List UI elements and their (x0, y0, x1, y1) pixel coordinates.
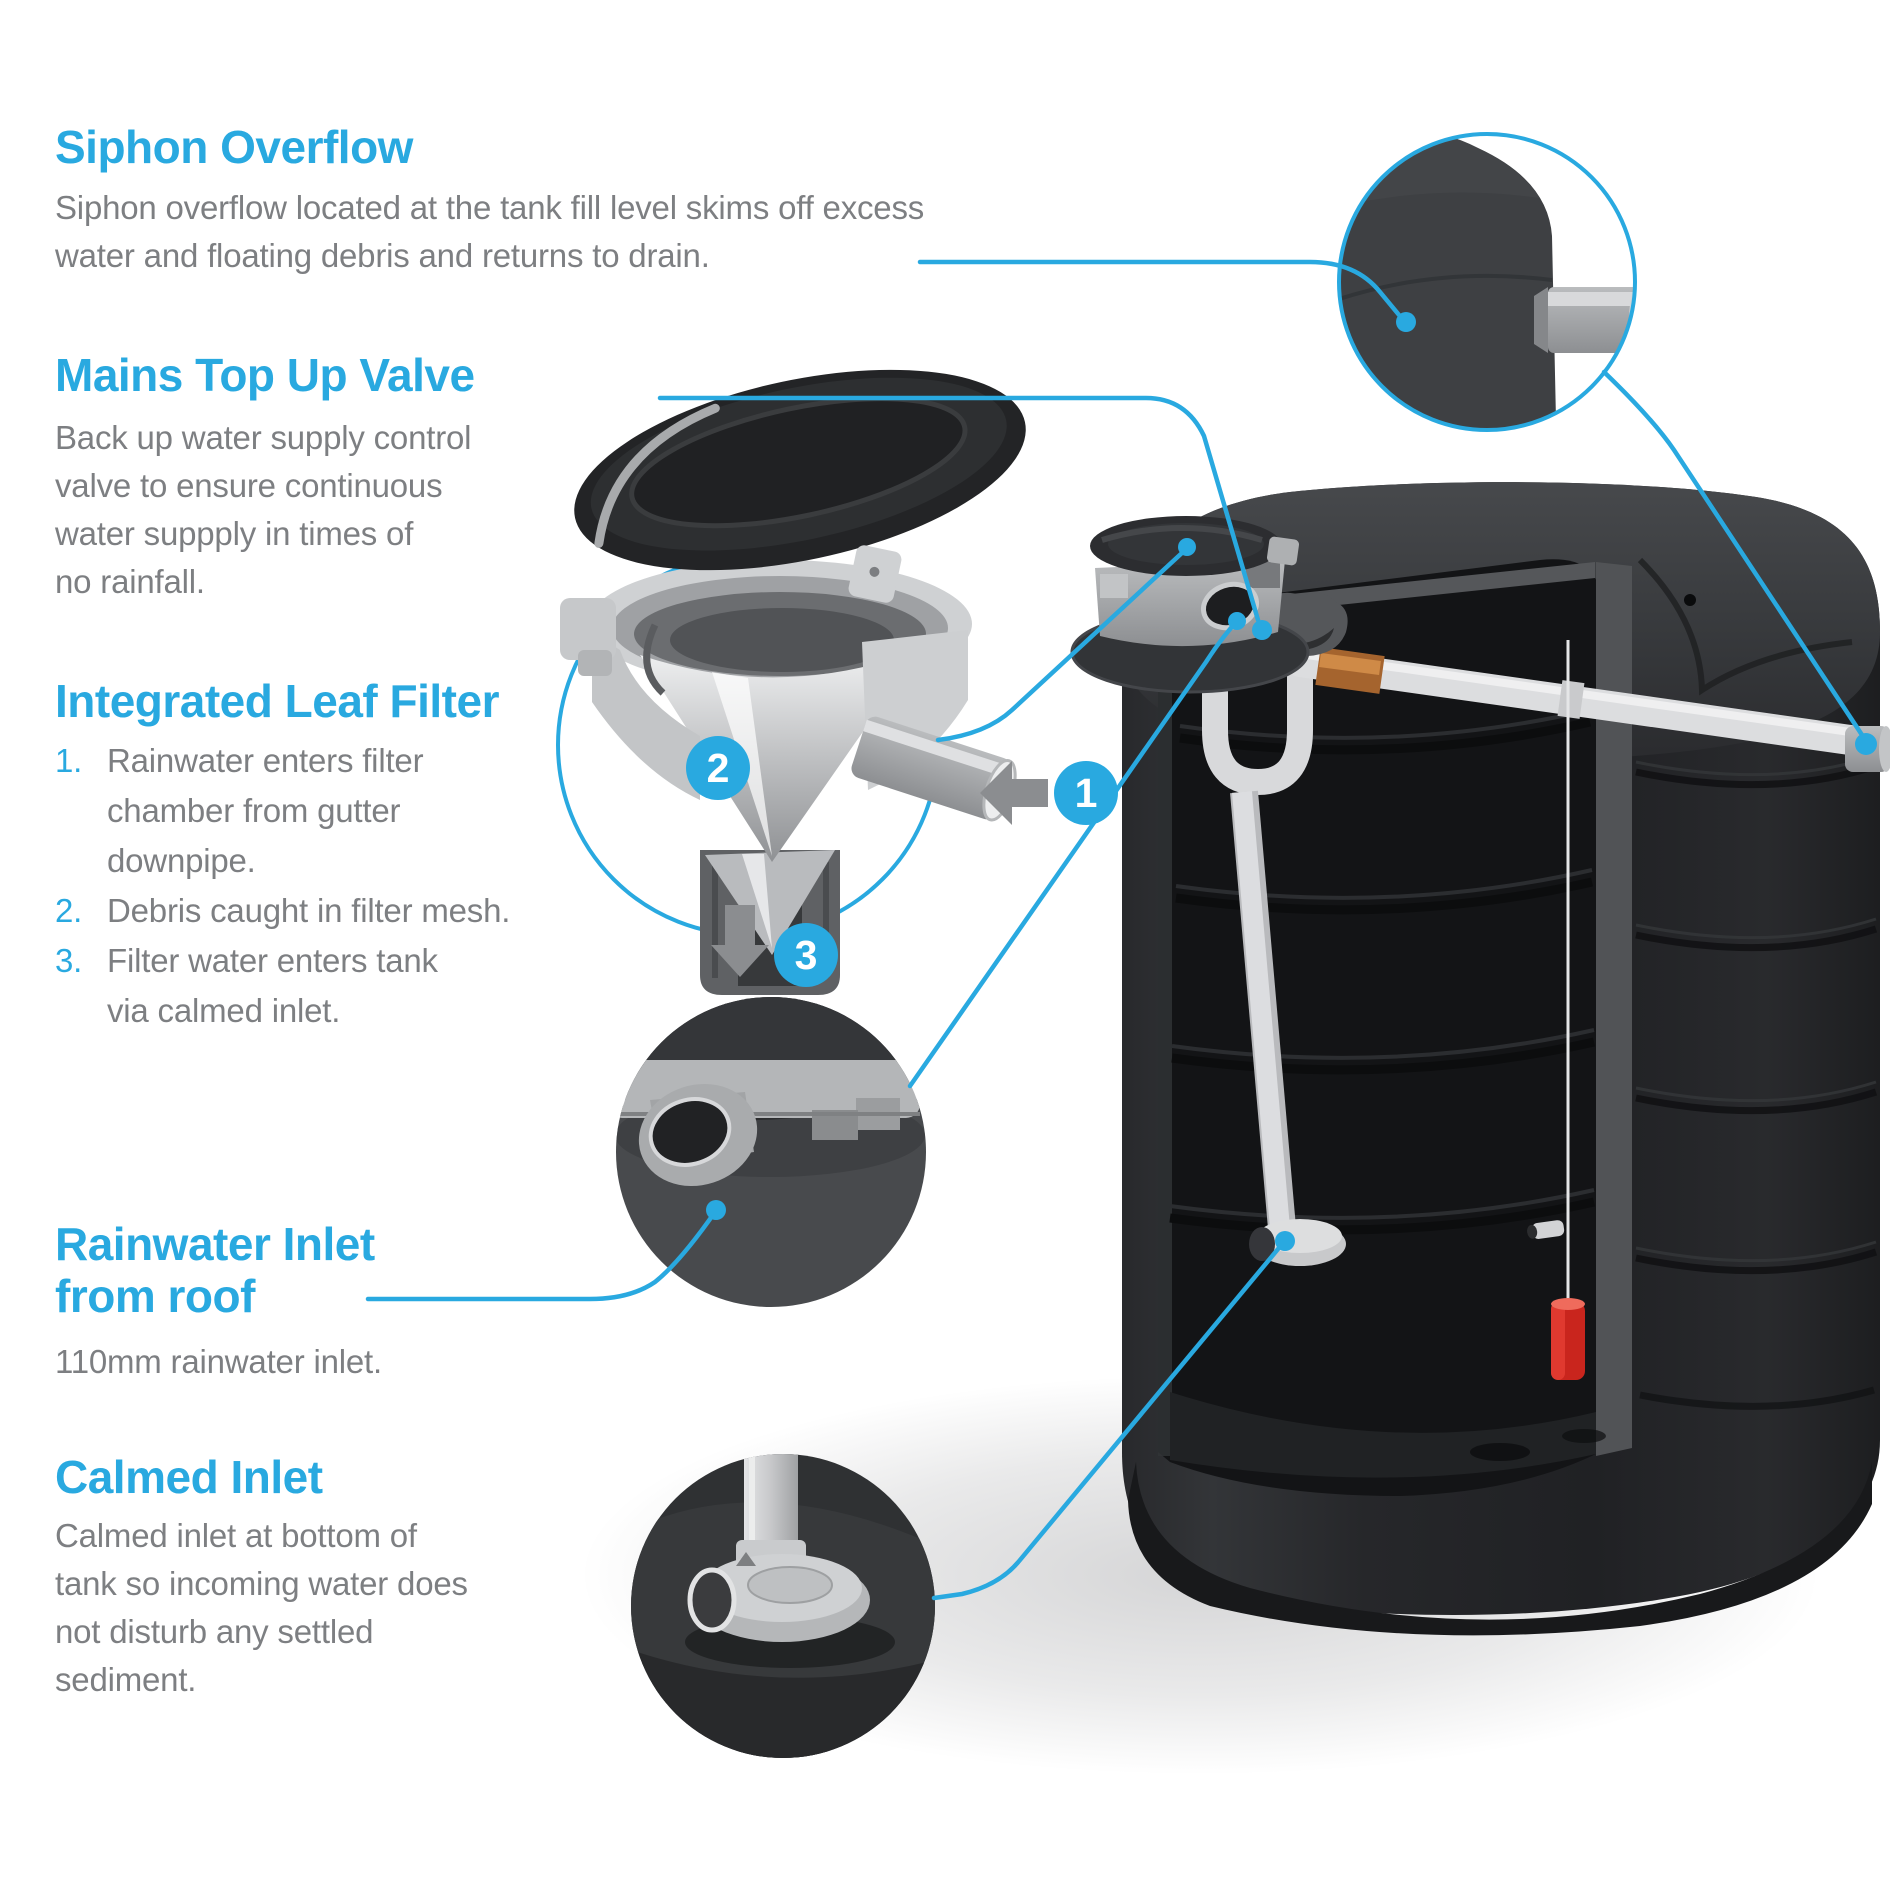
connector-dot (1252, 620, 1272, 640)
interior-ribs (1169, 708, 1595, 1235)
body-line: no rainfall. (55, 563, 205, 600)
down-arrow-icon (711, 905, 769, 977)
list-item-number: 2. (55, 892, 83, 929)
cup-lug (560, 598, 616, 660)
heading-line: from roof (55, 1270, 255, 1322)
filter-lid (574, 369, 1026, 571)
rainwater-inlet-body: 110mm rainwater inlet. (55, 1338, 382, 1386)
connector-lines (365, 259, 1867, 1601)
rainwater-inlet-heading: Rainwater Inlet from roof (55, 1218, 375, 1322)
mains-top-up-heading: Mains Top Up Valve (55, 349, 475, 401)
unit-clip (1266, 536, 1300, 566)
connector-rainwater-text (365, 1209, 718, 1302)
body-line: Back up water supply control (55, 419, 472, 456)
filter-hinge (848, 545, 902, 603)
filter-funnel (640, 650, 920, 862)
mains-top-up-body: Back up water supply control valve to en… (55, 414, 471, 606)
cut-rim-left (1158, 608, 1172, 1456)
calmed-inlet-body: Calmed inlet at bottom of tank so incomi… (55, 1512, 468, 1704)
step-badge-3: 3 (774, 923, 838, 987)
connector-filter-unit (935, 549, 1186, 743)
floor-slot (1562, 1429, 1606, 1443)
calmed-inlet-callout (631, 1454, 935, 1758)
body-line: Siphon overflow located at the tank fill… (55, 189, 925, 226)
connector-dot (1228, 612, 1246, 630)
list-item: 3. Filter water enters tank via calmed i… (55, 936, 510, 1036)
leaf-filter-illustration (556, 369, 1048, 995)
rainwater-inlet-callout (616, 997, 926, 1307)
body-line: water and floating debris and returns to… (55, 237, 710, 274)
connector-dot (706, 1200, 726, 1220)
pipe-joint (1557, 680, 1585, 719)
list-line: Rainwater enters filter (107, 742, 424, 779)
leaf-filter-heading: Integrated Leaf Filter (55, 675, 499, 727)
unit-lid-highlight (1101, 525, 1263, 543)
list-item: 1. Rainwater enters filter chamber from … (55, 736, 510, 886)
step-badge-1: 1 (1054, 761, 1118, 825)
list-line: Debris caught in filter mesh. (107, 892, 511, 929)
connector-dot (1178, 538, 1196, 556)
list-item-text: Filter water enters tank via calmed inle… (107, 936, 438, 1036)
leaf-filter-list: 1. Rainwater enters filter chamber from … (55, 736, 510, 1036)
connector-dots (706, 312, 1877, 1251)
list-item-number: 1. (55, 742, 83, 779)
body-line: 110mm rainwater inlet. (55, 1343, 382, 1380)
cut-rim-right (1596, 562, 1632, 1456)
filter-handle (643, 623, 666, 696)
copper-coupling-highlight (1319, 653, 1381, 675)
list-item-text: Rainwater enters filter chamber from gut… (107, 736, 424, 886)
calmed-inlet-heading: Calmed Inlet (55, 1451, 323, 1503)
siphon-overflow-heading: Siphon Overflow (55, 121, 413, 173)
body-line: not disturb any settled (55, 1613, 374, 1650)
connector-siphon-text (917, 259, 1402, 318)
connector-dot (1855, 733, 1877, 755)
connector-calmed (931, 1240, 1286, 1601)
left-arrow-icon (980, 761, 1048, 825)
body-line: sediment. (55, 1661, 197, 1698)
list-line: downpipe. (107, 842, 256, 879)
body-line: tank so incoming water does (55, 1565, 468, 1602)
cup-lug (578, 650, 612, 676)
unit-notch (1100, 574, 1128, 598)
wall-spigot (1527, 1220, 1565, 1239)
list-line: chamber from gutter (107, 792, 401, 829)
list-item: 2. Debris caught in filter mesh. (55, 886, 510, 936)
list-item-number: 3. (55, 942, 83, 979)
connector-siphon-outlet (1601, 369, 1867, 741)
tank-top-vent-hole (1684, 594, 1696, 606)
p-trap-pipe (1202, 632, 1313, 796)
connector-dot (1396, 312, 1416, 332)
step-badge-2: 2 (686, 736, 750, 800)
tank-ribs (1635, 754, 1878, 1410)
list-item-text: Debris caught in filter mesh. (107, 886, 510, 936)
body-line: Calmed inlet at bottom of (55, 1517, 417, 1554)
float-switch (1551, 1298, 1585, 1380)
cup-front-wall (592, 632, 700, 800)
siphon-overflow-callout (1337, 132, 1637, 432)
floor-slot (1470, 1443, 1530, 1461)
tank-top-mold-line (1637, 557, 1853, 696)
calmed-inlet-pipe (1232, 791, 1290, 1229)
heading-line: Rainwater Inlet (55, 1218, 375, 1270)
body-line: water suppply in times of (55, 515, 414, 552)
internal-pipework (1202, 632, 1865, 1380)
connector-mains (657, 395, 1261, 623)
list-line: via calmed inlet. (107, 992, 341, 1029)
connector-dot (1275, 1231, 1295, 1251)
siphon-overflow-body: Siphon overflow located at the tank fill… (55, 184, 924, 280)
list-line: Filter water enters tank (107, 942, 438, 979)
tank-illustration (1070, 482, 1890, 1636)
body-line: valve to ensure continuous (55, 467, 443, 504)
